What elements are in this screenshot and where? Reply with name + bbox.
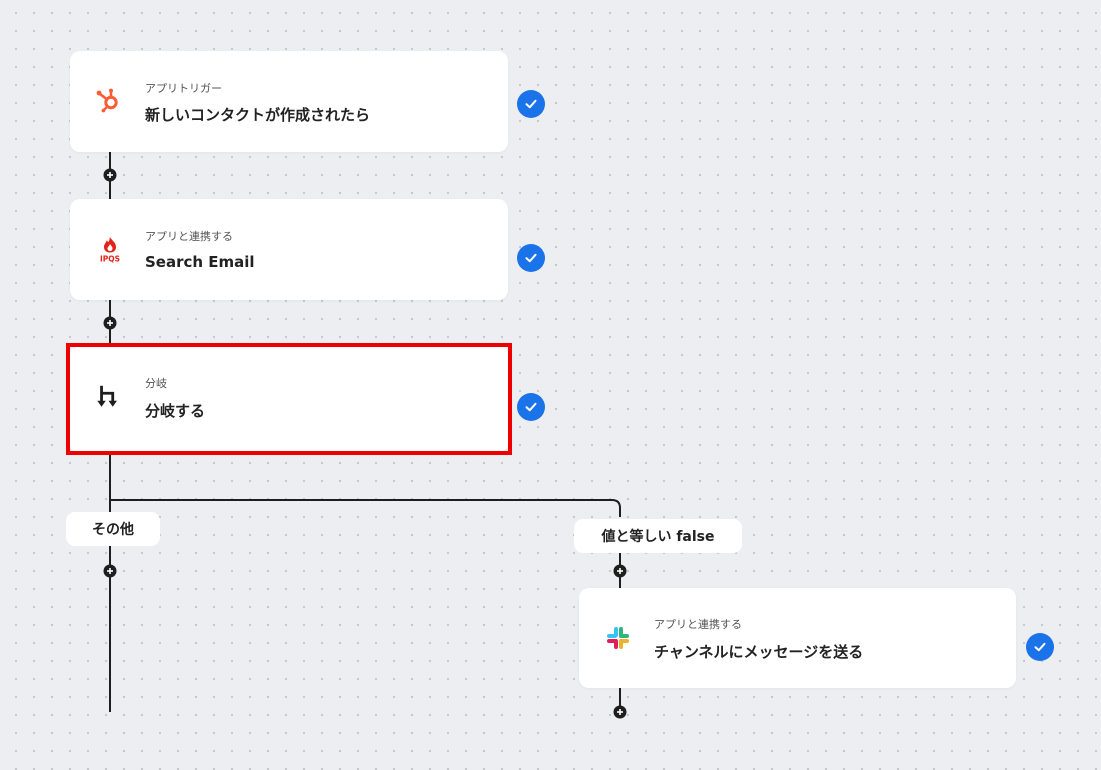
step-card-trigger[interactable]: アプリトリガー 新しいコンタクトが作成されたら (70, 51, 508, 152)
slack-icon (604, 624, 632, 652)
step-type-label: アプリと連携する (145, 230, 233, 243)
step-title: 新しいコンタクトが作成されたら (145, 106, 371, 124)
branch-label-condition[interactable]: 値と等しい false (574, 519, 742, 553)
check-icon (517, 90, 545, 118)
step-card-slack[interactable]: アプリと連携する チャンネルにメッセージを送る (579, 588, 1016, 688)
step-title: Search Email (145, 253, 255, 271)
check-icon (517, 393, 545, 421)
add-step-button[interactable] (613, 564, 627, 578)
step-card-ipqs[interactable]: IPQS アプリと連携する Search Email (70, 199, 508, 300)
check-icon (517, 244, 545, 272)
step-type-label: アプリトリガー (145, 82, 222, 95)
branch-split-line (110, 499, 621, 517)
add-step-button[interactable] (103, 564, 117, 578)
step-card-branch[interactable]: 分岐 分岐する (70, 347, 508, 451)
branch-label-other[interactable]: その他 (66, 512, 160, 546)
highlight-frame (66, 343, 512, 455)
ipqs-icon: IPQS (96, 235, 124, 263)
step-type-label: 分岐 (145, 377, 167, 390)
svg-text:IPQS: IPQS (100, 255, 120, 264)
branch-icon (95, 383, 123, 411)
add-step-button[interactable] (103, 168, 117, 182)
step-title: チャンネルにメッセージを送る (654, 643, 864, 661)
add-step-button[interactable] (613, 705, 627, 719)
hubspot-icon (94, 86, 122, 114)
step-title: 分岐する (145, 402, 206, 420)
step-type-label: アプリと連携する (654, 618, 742, 631)
add-step-button[interactable] (103, 316, 117, 330)
check-icon (1026, 633, 1054, 661)
